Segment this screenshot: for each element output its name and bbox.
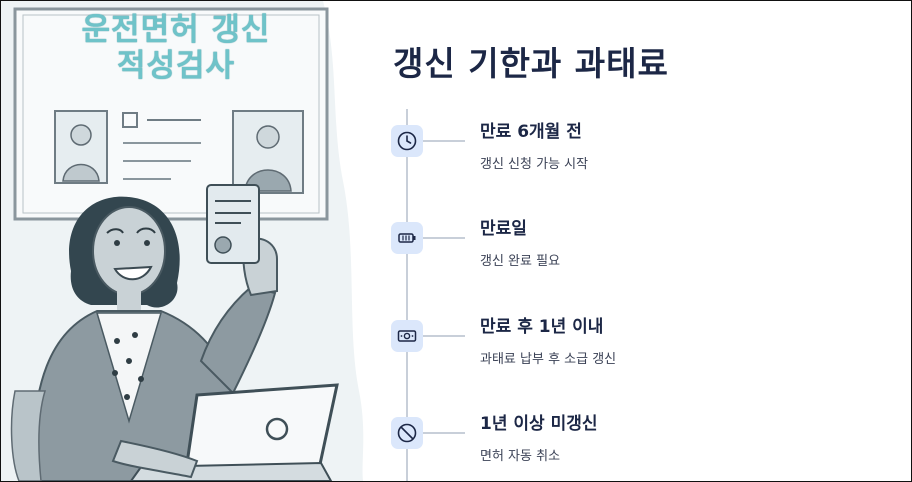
clock-icon xyxy=(391,125,423,157)
timeline-heading: 만료 후 1년 이내 xyxy=(480,317,604,337)
timeline-item: 만료 6개월 전 갱신 신청 가능 시작 xyxy=(391,121,891,191)
battery-icon xyxy=(391,222,423,254)
timeline-item: 만료 후 1년 이내 과태료 납부 후 소급 갱신 xyxy=(391,316,891,386)
timeline-description: 과태료 납부 후 소급 갱신 xyxy=(480,352,617,367)
timeline-item: 만료일 갱신 완료 필요 xyxy=(391,218,891,288)
timeline-heading: 만료 6개월 전 xyxy=(480,122,582,142)
poster-title-line2: 적성검사 xyxy=(116,48,236,84)
timeline-description: 갱신 완료 필요 xyxy=(480,254,561,269)
timeline-heading: 만료일 xyxy=(480,219,527,239)
timeline-connector xyxy=(423,237,465,239)
timeline-connector xyxy=(423,432,465,434)
illustration: 운전면허 갱신 적성검사 xyxy=(1,1,373,481)
money-icon xyxy=(391,320,423,352)
prohibited-icon xyxy=(391,417,423,449)
illustration-art xyxy=(1,1,364,481)
timeline-description: 면허 자동 취소 xyxy=(480,449,561,464)
poster-title-line1: 운전면허 갱신 xyxy=(81,12,271,48)
timeline-connector xyxy=(423,335,465,337)
timeline-heading: 1년 이상 미갱신 xyxy=(480,414,598,434)
timeline-description: 갱신 신청 가능 시작 xyxy=(480,157,589,172)
timeline-item: 1년 이상 미갱신 면허 자동 취소 xyxy=(391,413,891,481)
timeline-connector xyxy=(423,140,465,142)
page-title: 갱신 기한과 과태료 xyxy=(393,44,669,83)
timeline-line xyxy=(406,109,408,481)
